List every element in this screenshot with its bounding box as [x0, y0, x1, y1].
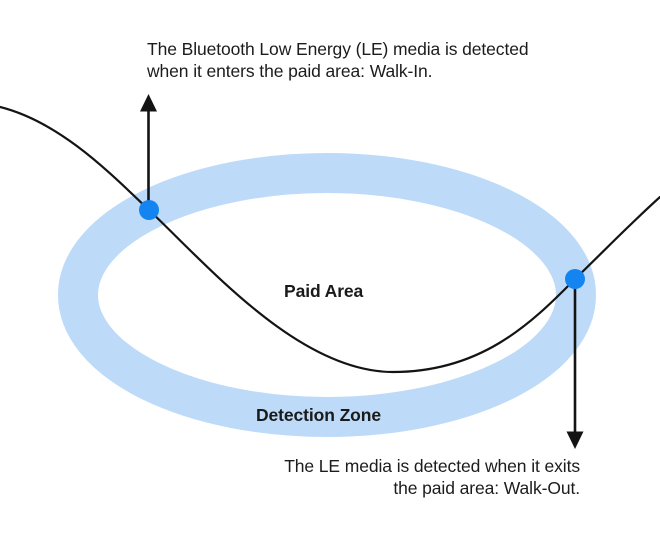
arrow-down-icon: [566, 431, 584, 449]
detection-zone-label: Detection Zone: [256, 405, 381, 425]
walk-out-arrow-icon: [566, 282, 584, 449]
walk-in-annotation-line1: The Bluetooth Low Energy (LE) media is d…: [147, 39, 529, 59]
walk-out-annotation-line1: The LE media is detected when it exits: [284, 456, 580, 476]
arrow-up-icon: [140, 94, 157, 112]
walk-in-annotation: The Bluetooth Low Energy (LE) media is d…: [147, 38, 529, 82]
walk-in-detection-point: [139, 200, 159, 220]
walk-in-annotation-line2: when it enters the paid area: Walk-In.: [147, 61, 433, 81]
paid-area-label: Paid Area: [284, 281, 364, 301]
walk-in-arrow-icon: [140, 94, 157, 206]
walk-out-detection-point: [565, 269, 585, 289]
walk-out-annotation: The LE media is detected when it exits t…: [284, 455, 580, 499]
walk-out-annotation-line2: the paid area: Walk-Out.: [393, 478, 580, 498]
walk-path-curve: [0, 105, 660, 374]
